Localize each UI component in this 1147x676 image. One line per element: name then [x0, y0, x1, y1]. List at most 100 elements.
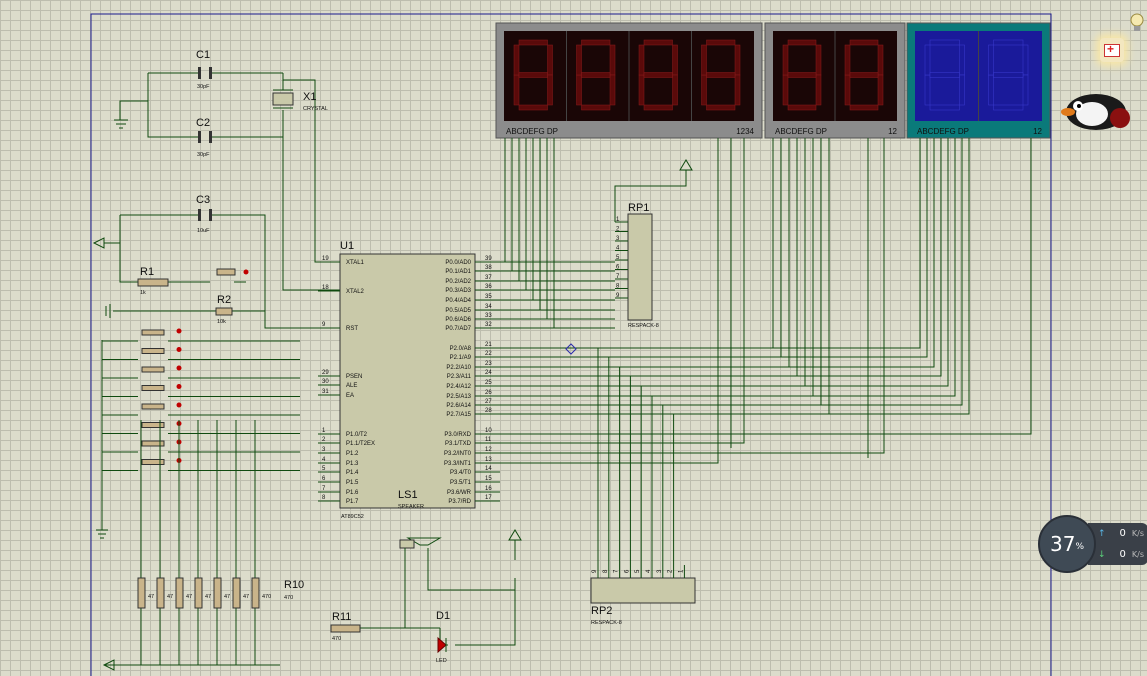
pushbutton[interactable] [141, 385, 165, 391]
segment [609, 74, 616, 106]
segment [547, 74, 553, 106]
segment [787, 104, 817, 111]
bank-resistor[interactable] [175, 577, 184, 609]
bank-resistor[interactable] [156, 577, 165, 609]
bank-resistor[interactable] [232, 577, 241, 609]
segment [849, 39, 879, 46]
rp2-pin-num: 5 [635, 569, 641, 573]
segment [993, 104, 1024, 111]
bank-resistor[interactable] [137, 577, 146, 609]
mcu-pin-name: P1.2 [346, 451, 359, 457]
c1-value: 30pF [197, 84, 210, 90]
segment [672, 74, 678, 106]
lightbulb-icon[interactable] [1130, 8, 1144, 38]
first-aid-icon[interactable] [1100, 38, 1124, 62]
d1-value: LED [436, 658, 447, 664]
mcu-pin-num: 6 [322, 476, 326, 482]
pushbutton[interactable] [141, 348, 165, 354]
x1-value: CRYSTAL [303, 106, 328, 112]
bank-resistor-value: 470 [262, 594, 271, 600]
mcu-pin-name: P3.3/INT1 [444, 461, 472, 467]
mcu-pin-name: P3.7/RD [448, 499, 471, 505]
cpu-percent: 37 [1049, 532, 1076, 556]
mcu-pin-name: P2.0/A8 [450, 346, 472, 352]
segment [518, 39, 548, 46]
rp2-pin-num: 6 [624, 569, 630, 573]
mcu-pin-name: P1.4 [346, 470, 359, 476]
crystal-circuit[interactable]: C1 30pF C2 30pF X1 CRYSTAL [114, 49, 340, 291]
segment [638, 44, 645, 76]
segment [643, 39, 673, 46]
mcu-u1[interactable]: U1 AT89C52 19XTAL118XTAL29RST29PSEN30ALE… [318, 240, 500, 520]
d1-ref: D1 [436, 610, 450, 622]
mcu-pin-name: P2.4/A12 [446, 384, 471, 390]
display3-digits-label: 12 [1033, 127, 1042, 136]
pushbutton[interactable] [141, 329, 165, 336]
probe-marker[interactable] [565, 343, 577, 355]
mcu-pin-num: 31 [322, 389, 329, 395]
reset-circuit[interactable]: C3 10uF R1 1k R2 10k [92, 194, 340, 329]
segment [988, 74, 994, 106]
pushbutton[interactable] [141, 440, 165, 447]
pushbutton-array[interactable] [96, 328, 300, 539]
mcu-pin-num: 35 [485, 294, 492, 300]
segment [734, 74, 741, 106]
sheet-border [90, 13, 1052, 676]
r10-value: 470 [284, 595, 293, 601]
mcu-pin-name: P2.7/A15 [446, 412, 471, 418]
mcu-pin-name: EA [346, 393, 354, 399]
rp1-pin-num: 5 [616, 255, 620, 261]
segment [815, 44, 822, 76]
mcu-pin-name: RST [346, 326, 358, 332]
u1-ref: U1 [340, 240, 354, 252]
mcu-pin-num: 24 [485, 370, 492, 376]
segment [706, 72, 736, 78]
download-value: 0 [1119, 549, 1126, 560]
mcu-pin-name: P3.4/T0 [450, 470, 472, 476]
pushbutton[interactable] [141, 366, 165, 373]
rp2-value: RESPACK-8 [591, 620, 622, 626]
mcu-pin-name: P1.1/T2EX [346, 441, 375, 447]
rp2-pin-num: 4 [646, 569, 652, 573]
bank-resistor-value: 47 [186, 594, 192, 600]
mcu-pin-name: P0.1/AD1 [445, 269, 471, 275]
mcu-pin-name: XTAL1 [346, 260, 365, 266]
bank-resistor[interactable] [194, 577, 203, 609]
bank-resistor[interactable] [213, 577, 222, 609]
r1-ref: R1 [140, 266, 154, 278]
segment [877, 44, 884, 76]
segment [877, 74, 884, 106]
bank-resistor[interactable] [251, 577, 260, 609]
pushbutton[interactable] [141, 403, 165, 410]
mcu-pin-num: 39 [485, 256, 492, 262]
mcu-pin-name: P0.3/AD3 [445, 288, 471, 294]
penguin-mascot-icon[interactable] [1058, 88, 1140, 134]
mcu-pin-name: P3.5/T1 [450, 480, 472, 486]
segment [787, 72, 817, 78]
speaker-led-circuit[interactable]: LS1 SPEAKER R11 470 D1 LED [330, 489, 522, 664]
upload-arrow-icon: ↑ [1098, 528, 1106, 539]
mcu-pin-name: P2.2/A10 [446, 365, 471, 371]
segment [787, 39, 817, 46]
segment [701, 44, 707, 76]
rp1-pin-num: 6 [616, 265, 620, 271]
segment [513, 74, 520, 106]
mcu-pin-name: P0.5/AD5 [445, 308, 471, 314]
segment [518, 72, 548, 78]
pushbutton[interactable] [141, 459, 165, 465]
segment [581, 72, 611, 78]
segment [844, 44, 851, 76]
r11-ref: R11 [332, 611, 351, 623]
rp1-pin-num: 4 [616, 246, 620, 252]
pushbutton[interactable] [141, 422, 165, 428]
